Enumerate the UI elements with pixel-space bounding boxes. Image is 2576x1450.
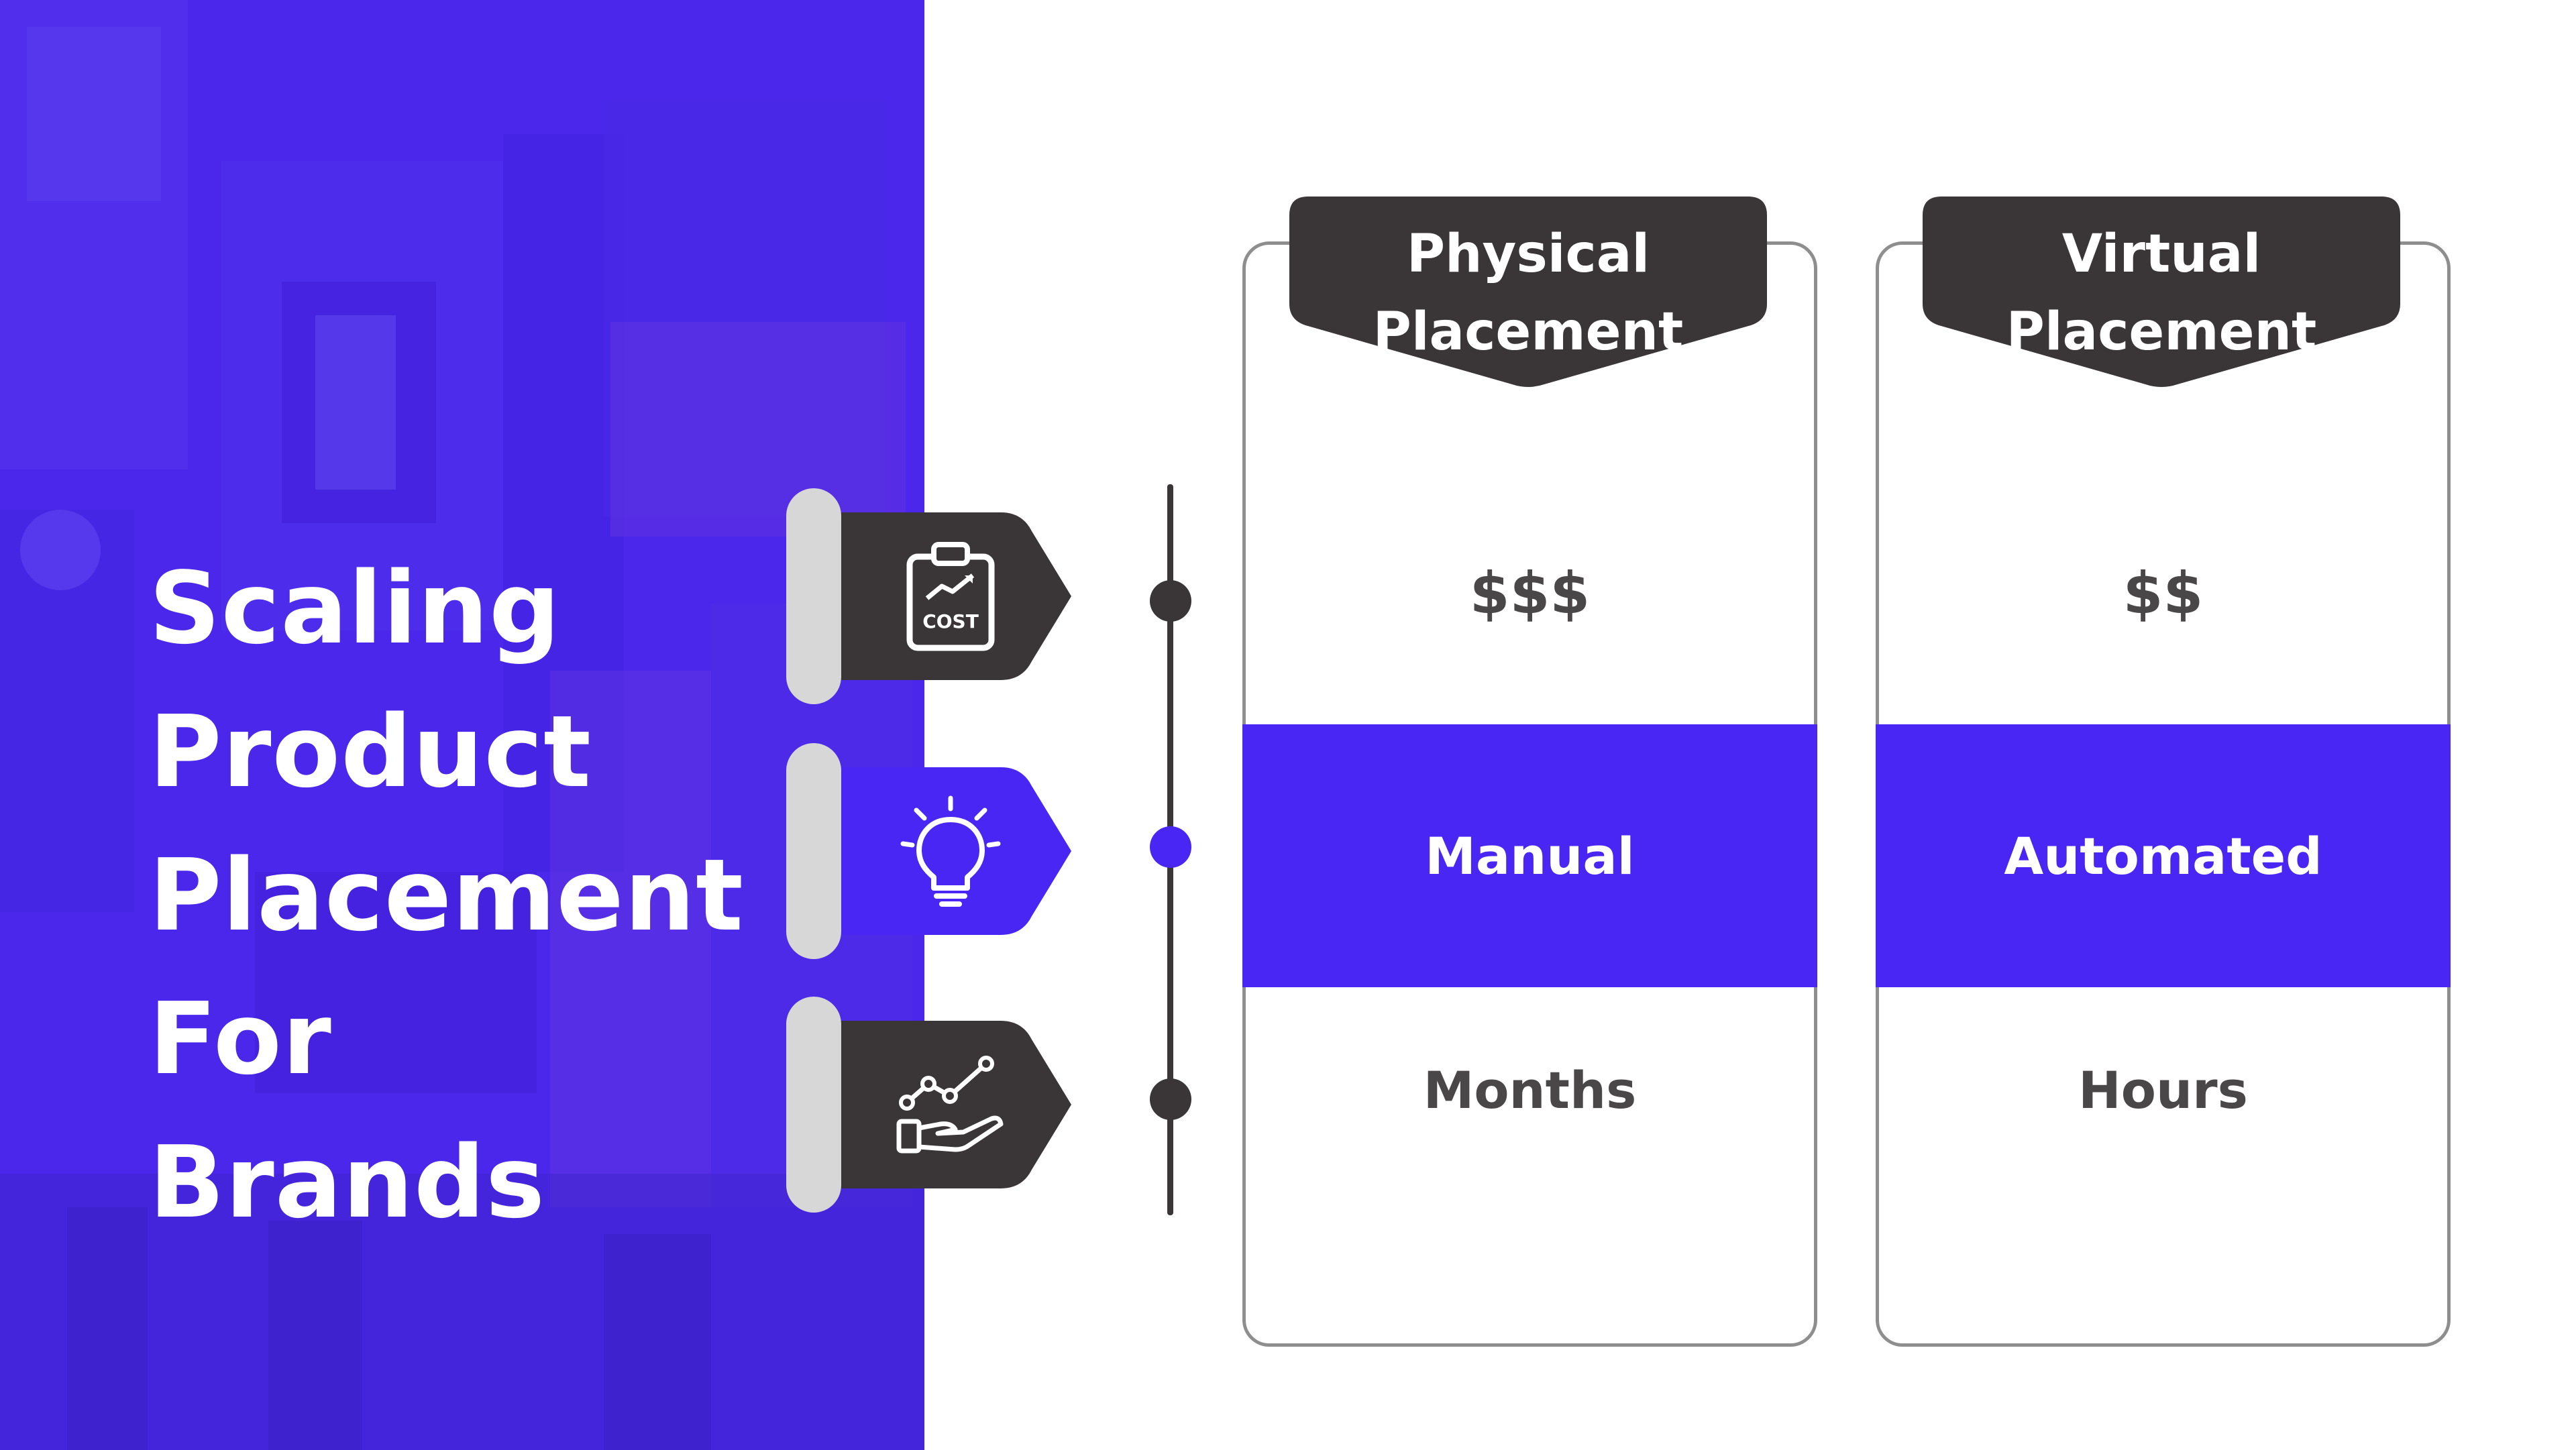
process-value: Manual bbox=[1242, 724, 1817, 987]
city-photo-background bbox=[0, 0, 924, 1450]
card-header: Virtual Placement bbox=[1923, 197, 2400, 390]
slide-title: Scaling Product Placement For Brands bbox=[149, 537, 820, 1254]
card-title: Virtual Placement bbox=[1923, 215, 2400, 371]
time-value: Hours bbox=[2078, 1060, 2248, 1120]
virtual-placement-card: Virtual Placement $$ Automated Hours bbox=[1876, 197, 2451, 1347]
time-row-tab bbox=[786, 997, 1078, 1213]
cost-value: $$$ bbox=[1469, 560, 1591, 627]
card-title-line: Physical bbox=[1406, 224, 1650, 284]
growth-chart-hand-icon bbox=[896, 1056, 1004, 1154]
card-title-line: Virtual bbox=[2061, 224, 2261, 284]
process-value: Automated bbox=[1876, 724, 2451, 987]
card-title-line: Placement bbox=[1373, 302, 1684, 362]
timeline-dot bbox=[1150, 826, 1191, 868]
slide-title-line: For bbox=[149, 981, 332, 1097]
lightbulb-icon bbox=[900, 795, 1001, 907]
slide-title-line: Brands bbox=[149, 1125, 546, 1240]
physical-placement-card: Physical Placement $$$ Manual Months bbox=[1242, 197, 1817, 1347]
card-header: Physical Placement bbox=[1289, 197, 1767, 390]
card-title-line: Placement bbox=[2006, 302, 2317, 362]
hero-panel: Scaling Product Placement For Brands bbox=[0, 0, 924, 1450]
slide-title-line: Placement bbox=[149, 838, 744, 953]
process-row-tab bbox=[786, 743, 1078, 959]
cost-row-tab: COST bbox=[786, 488, 1078, 704]
slide-title-line: Product bbox=[149, 694, 592, 810]
card-title: Physical Placement bbox=[1289, 215, 1767, 371]
cost-clipboard-icon: COST bbox=[906, 542, 995, 651]
timeline-dot bbox=[1150, 1078, 1191, 1120]
slide-title-line: Scaling bbox=[149, 551, 561, 666]
cost-icon-label: COST bbox=[922, 610, 979, 632]
cost-value: $$ bbox=[2123, 560, 2204, 627]
time-value: Months bbox=[1423, 1060, 1637, 1120]
timeline-dot bbox=[1150, 580, 1191, 622]
